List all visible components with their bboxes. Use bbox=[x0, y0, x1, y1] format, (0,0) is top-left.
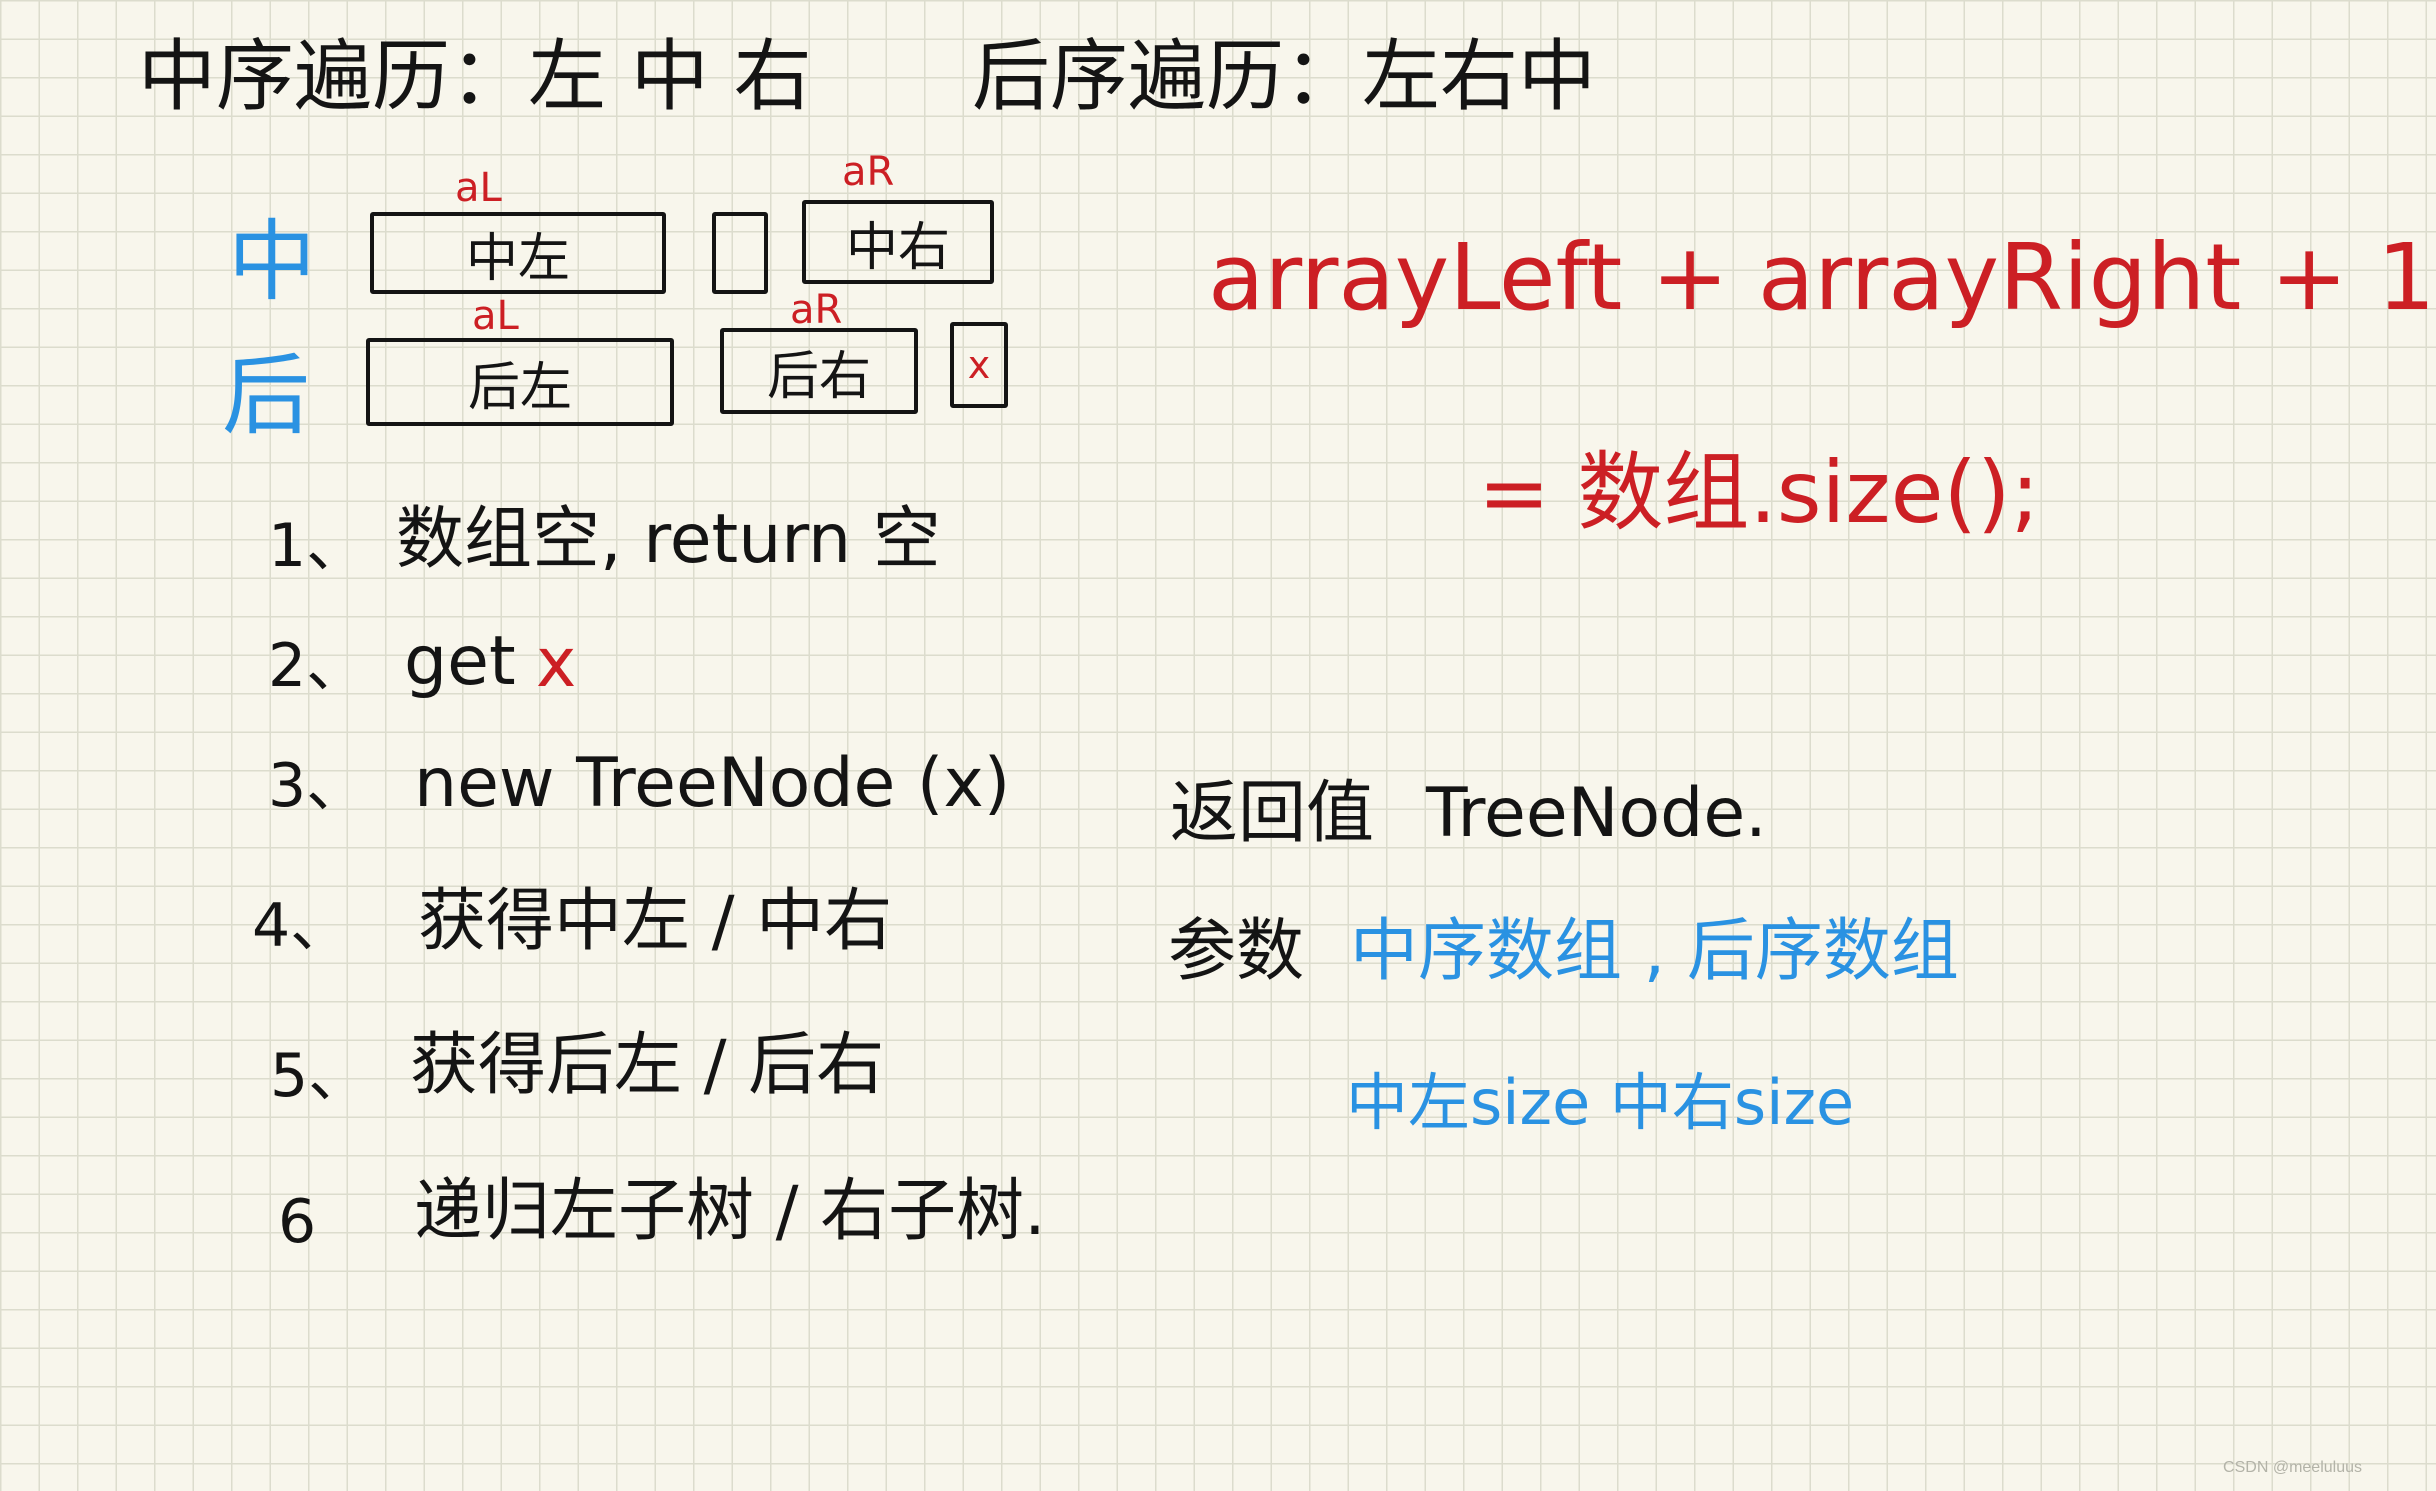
box-inorder-right: 中右 bbox=[802, 200, 994, 284]
step-5-text: 获得后左 / 后右 bbox=[410, 1026, 885, 1105]
step-3-text: new TreeNode (x) bbox=[414, 744, 1011, 823]
step-6-text: 递归左子树 / 右子树. bbox=[414, 1172, 1046, 1251]
step-4-number: 4、 bbox=[252, 891, 351, 961]
return-label: 返回值 bbox=[1170, 774, 1375, 853]
heading-inorder: 中序遍历：左 中 右 bbox=[138, 32, 812, 122]
box-postorder-root: x bbox=[950, 322, 1008, 408]
step-5-number: 5、 bbox=[270, 1041, 369, 1111]
params-line2: 中左size 中右size bbox=[1346, 1066, 1855, 1139]
step-6-number: 6 bbox=[278, 1187, 317, 1257]
watermark: CSDN @meeluluus bbox=[2223, 1459, 2362, 1476]
params-label: 参数 bbox=[1168, 912, 1305, 991]
step-1-number: 1、 bbox=[268, 511, 367, 581]
label-post-right: aR bbox=[790, 287, 843, 333]
label-post-left: aL bbox=[472, 293, 519, 339]
step-2-extra: x bbox=[536, 624, 577, 703]
formula-line2: = 数组.size(); bbox=[1478, 443, 2040, 543]
return-value: TreeNode. bbox=[1426, 774, 1767, 853]
params-line1: 中序数组 , 后序数组 bbox=[1350, 912, 1959, 991]
box-inorder-root bbox=[712, 212, 768, 294]
step-3-number: 3、 bbox=[268, 751, 367, 821]
box-inorder-left: 中左 bbox=[370, 212, 666, 294]
heading-postorder: 后序遍历：左右中 bbox=[972, 32, 1597, 122]
row-label-postorder: 后 bbox=[222, 344, 311, 447]
step-2-number: 2、 bbox=[268, 631, 367, 701]
box-postorder-right: 后右 bbox=[720, 328, 918, 414]
box-postorder-left: 后左 bbox=[366, 338, 674, 426]
step-4-text: 获得中左 / 中右 bbox=[418, 882, 893, 961]
formula-line1: arrayLeft + arrayRight + 1 bbox=[1208, 224, 2436, 331]
label-in-right: aR bbox=[842, 149, 895, 195]
step-1-text: 数组空, return 空 bbox=[396, 500, 941, 579]
row-label-inorder: 中 bbox=[228, 210, 317, 313]
label-in-left: aL bbox=[455, 165, 502, 211]
step-2-text: get bbox=[404, 622, 516, 701]
